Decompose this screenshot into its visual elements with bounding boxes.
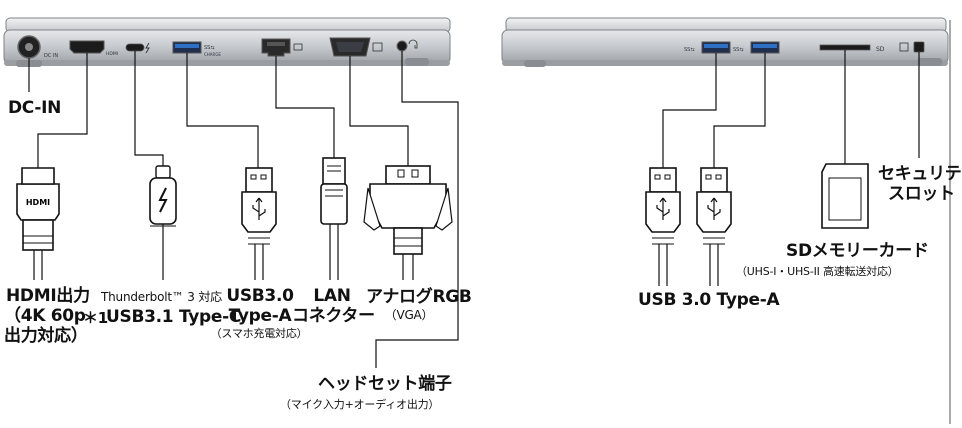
- leader-lines: [28, 50, 920, 368]
- usb-trident-icon: [656, 197, 670, 220]
- label-lan: LAN: [313, 286, 351, 306]
- label-hdmi-supported: 出力対応）: [4, 326, 88, 346]
- usb-trident-icon: [252, 197, 266, 220]
- label-hdmi-note: ＊1: [83, 309, 108, 327]
- hdmi-connector: HDMI: [16, 167, 60, 280]
- lock-icon: [899, 42, 909, 52]
- lan-port: [261, 38, 303, 57]
- hdmi-port-label: HDMI: [106, 51, 118, 57]
- label-hdmi-supported-text: 出力対応: [4, 326, 71, 346]
- label-sd-card: SDメモリーカード: [786, 241, 929, 261]
- label-thunderbolt: Thunderbolt™ 3 対応: [101, 290, 222, 304]
- label-security: セキュリティ: [878, 164, 962, 184]
- label-analog-rgb: アナログRGB: [366, 287, 472, 307]
- label-usb-type-c: USB3.1 Type-C: [106, 307, 242, 327]
- label-usb30-left: USB3.0: [226, 286, 294, 306]
- usb-a-connector-right-1: [645, 167, 681, 286]
- lan-icon: [293, 43, 303, 51]
- label-headset-jack: ヘッドセット端子: [318, 374, 452, 394]
- monitor-icon: [372, 42, 383, 52]
- label-type-a-left: Type-A: [228, 306, 292, 326]
- label-usb30-right: USB 3.0 Type-A: [638, 290, 780, 310]
- sd-icon: SD: [876, 46, 885, 53]
- vga-port: [329, 37, 383, 57]
- label-dc-in: DC-IN: [8, 98, 62, 118]
- label-hdmi-output: HDMI出力: [6, 286, 90, 306]
- vga-connector: [363, 165, 453, 280]
- headset-jack: [396, 39, 418, 52]
- usb-c-connector: [149, 165, 177, 280]
- label-hdmi-4k: （4K 60p: [4, 306, 86, 326]
- usb-ss-icon-1: SS⇆: [684, 47, 695, 53]
- label-uhs: （UHS-I・UHS-II 高速転送対応）: [736, 265, 899, 278]
- label-mic-audio: （マイク入力+オーディオ出力）: [280, 398, 440, 411]
- label-vga: （VGA）: [384, 308, 434, 322]
- thunderbolt-icon: [145, 42, 150, 54]
- sd-card: [821, 163, 869, 229]
- label-lan-connector: コネクター: [292, 306, 375, 326]
- label-hdmi-4k-text: 4K 60p: [20, 306, 86, 326]
- headset-icon: [408, 39, 418, 49]
- lan-connector: [320, 157, 348, 280]
- hdmi-logo: HDMI: [26, 198, 50, 207]
- usb-charge-label: CHARGE: [204, 52, 221, 57]
- dc-in-port-label: DC IN: [44, 53, 58, 59]
- usb-a-connector-left: [241, 167, 277, 280]
- usb-a-connector-right-2: [696, 167, 732, 286]
- usb-trident-icon: [707, 197, 721, 220]
- label-slot: スロット: [888, 184, 955, 204]
- usb-ss-icon-2: SS⇆: [733, 47, 744, 53]
- thunderbolt-bolt-icon: [158, 187, 168, 213]
- hdmi-port: HDMI: [69, 40, 118, 57]
- usb-port-label: SS⇆: [204, 45, 215, 51]
- label-smartphone-charge: （スマホ充電対応）: [210, 327, 308, 340]
